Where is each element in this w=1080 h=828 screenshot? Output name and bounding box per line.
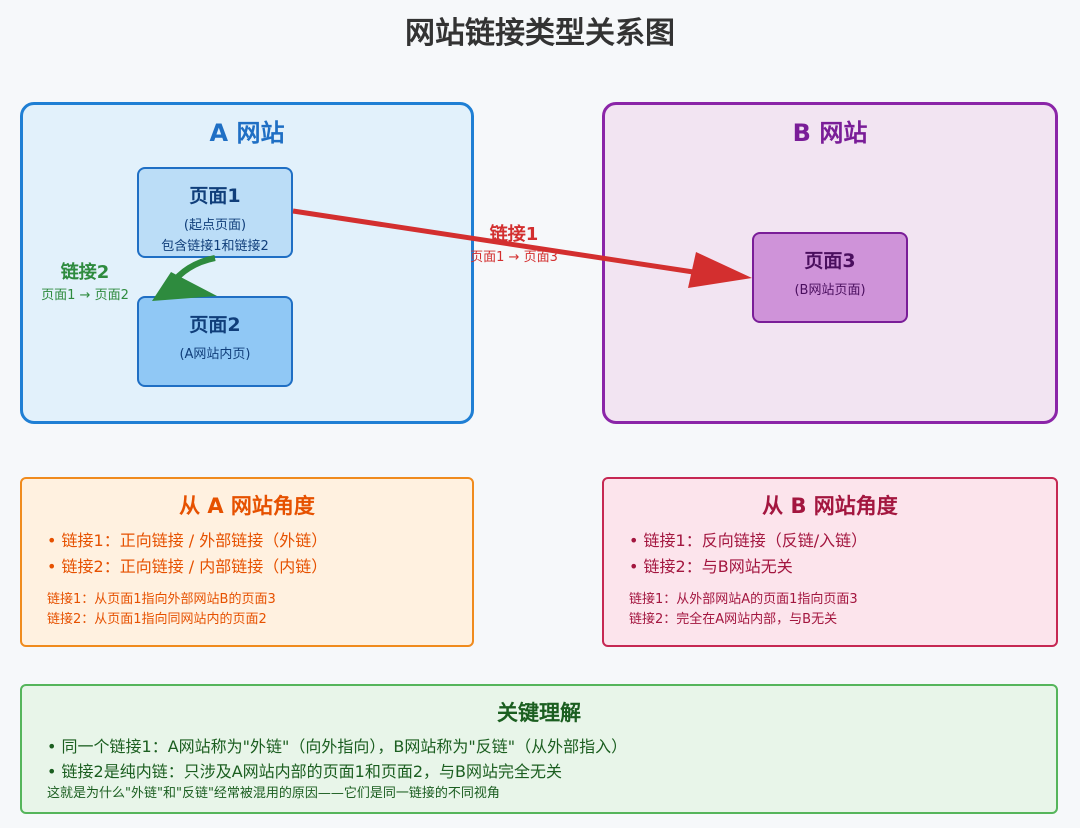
link2-title: 链接2 (60, 262, 110, 283)
link1-path: 页面1 → 页面3 (470, 250, 558, 265)
link2-path: 页面1 → 页面2 (41, 288, 129, 303)
site-a-notes: 链接1：从页面1指向外部网站B的页面3 链接2：从页面1指向同网站内的页面2 (22, 590, 472, 630)
link1-title: 链接1 (489, 224, 539, 245)
site-b-perspective-box: 从 B 网站角度 链接1：反向链接（反链/入链） 链接2：与B网站无关 链接1：… (602, 477, 1058, 647)
site-b-note-2: 链接2：完全在A网站内部，与B无关 (629, 612, 838, 627)
site-a-note-2: 链接2：从页面1指向同网站内的页面2 (47, 612, 267, 627)
site-a-bullet-2: 链接2：正向链接 / 内部链接（内链） (47, 554, 472, 580)
page2-title: 页面2 (189, 314, 241, 336)
site-b-notes: 链接1：从外部网站A的页面1指向页面3 链接2：完全在A网站内部，与B无关 (604, 590, 1056, 630)
link2-label: 链接2 页面1 → 页面2 (24, 258, 146, 303)
link1-label: 链接1 页面1 → 页面3 (458, 220, 570, 265)
page1-title: 页面1 (189, 185, 241, 207)
diagram-title: 网站链接类型关系图 (405, 16, 675, 51)
page3-subtitle: (B网站页面) (794, 283, 866, 298)
page3-node: 页面3 (B网站页面) (752, 232, 908, 323)
key-insight-title: 关键理解 (497, 701, 581, 725)
link1-arrowhead (688, 252, 752, 288)
page1-node: 页面1 (起点页面) 包含链接1和链接2 (137, 167, 293, 258)
link1-arrow-line (292, 208, 701, 276)
site-b-title: B 网站 (792, 119, 868, 147)
link2-arrowhead (152, 272, 217, 301)
key-note: 这就是为什么"外链"和"反链"经常被混用的原因——它们是同一链接的不同视角 (47, 786, 500, 801)
page3-title: 页面3 (804, 250, 856, 272)
key-bullet-1: 同一个链接1：A网站称为"外链"（向外指向），B网站称为"反链"（从外部指入） (47, 734, 1056, 759)
site-a-note-1: 链接1：从页面1指向外部网站B的页面3 (47, 592, 276, 607)
site-b-perspective-title: 从 B 网站角度 (762, 494, 898, 518)
site-b-bullet-1: 链接1：反向链接（反链/入链） (629, 528, 1056, 554)
site-a-bullet-1: 链接1：正向链接 / 外部链接（外链） (47, 528, 472, 554)
site-a-perspective-title: 从 A 网站角度 (179, 494, 315, 518)
page1-subtitle: (起点页面) (183, 218, 247, 233)
site-a-perspective-box: 从 A 网站角度 链接1：正向链接 / 外部链接（外链） 链接2：正向链接 / … (20, 477, 474, 647)
page2-node: 页面2 (A网站内页) (137, 296, 293, 387)
site-b-note-1: 链接1：从外部网站A的页面1指向页面3 (629, 592, 858, 607)
site-a-title: A 网站 (209, 119, 285, 147)
key-insight-box: 关键理解 同一个链接1：A网站称为"外链"（向外指向），B网站称为"反链"（从外… (20, 684, 1058, 814)
site-b-bullet-2: 链接2：与B网站无关 (629, 554, 1056, 580)
key-bullet-2: 链接2是纯内链：只涉及A网站内部的页面1和页面2，与B网站完全无关 (47, 759, 1056, 784)
page1-description: 包含链接1和链接2 (161, 239, 269, 254)
page2-subtitle: (A网站内页) (179, 347, 251, 362)
